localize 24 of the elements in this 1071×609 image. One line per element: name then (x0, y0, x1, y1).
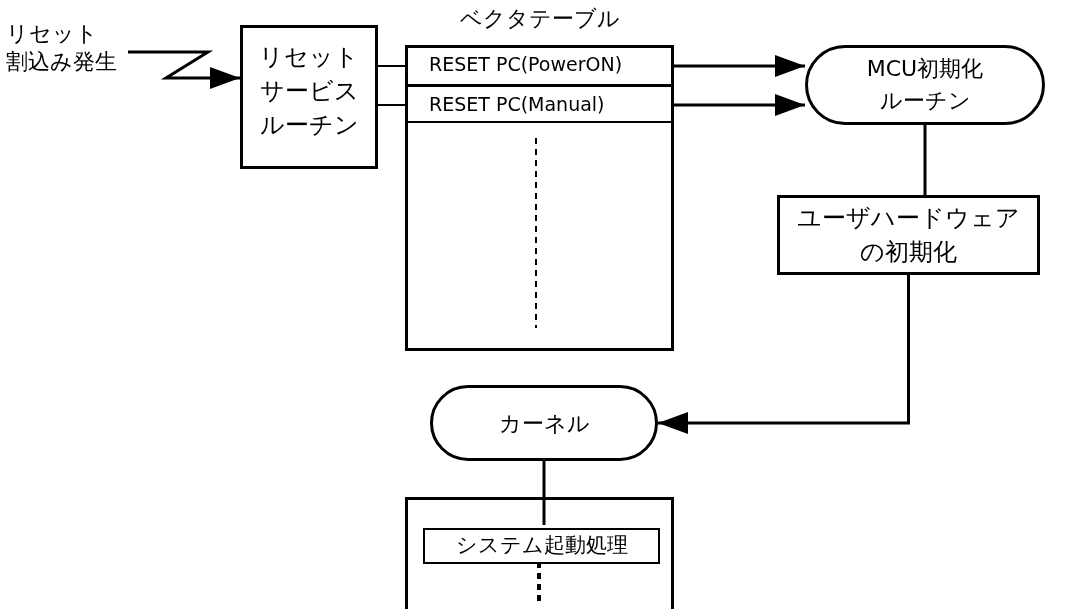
process-box (777, 195, 1040, 275)
process-box (423, 528, 660, 564)
event-text: 割込み発生 (6, 48, 118, 76)
arrow (128, 50, 240, 89)
node-text: カーネル (498, 409, 590, 438)
row-text: RESET PC(Manual) (429, 91, 605, 117)
node-text: ユーザハードウェアの初期化 (796, 203, 1021, 268)
table-heading: ベクタテーブル (459, 5, 620, 33)
arrow (674, 94, 805, 116)
node-text: リセットサービスルーチン (259, 42, 359, 141)
memory-box (405, 497, 674, 609)
node-text: MCU初期化ルーチン (865, 55, 985, 115)
process-box (240, 25, 378, 169)
terminal-rounded-box (805, 45, 1045, 125)
terminal-rounded-box (430, 385, 658, 461)
connector-line (542, 461, 546, 525)
connector-line (377, 104, 406, 106)
connector-line (923, 125, 927, 195)
arrow (658, 275, 910, 434)
row-text: RESET PC(PowerON) (429, 52, 623, 78)
arrow (674, 55, 805, 77)
process-text: システム起動処理 (455, 532, 628, 560)
event-text: リセット (6, 20, 99, 48)
connector-line (377, 65, 406, 67)
